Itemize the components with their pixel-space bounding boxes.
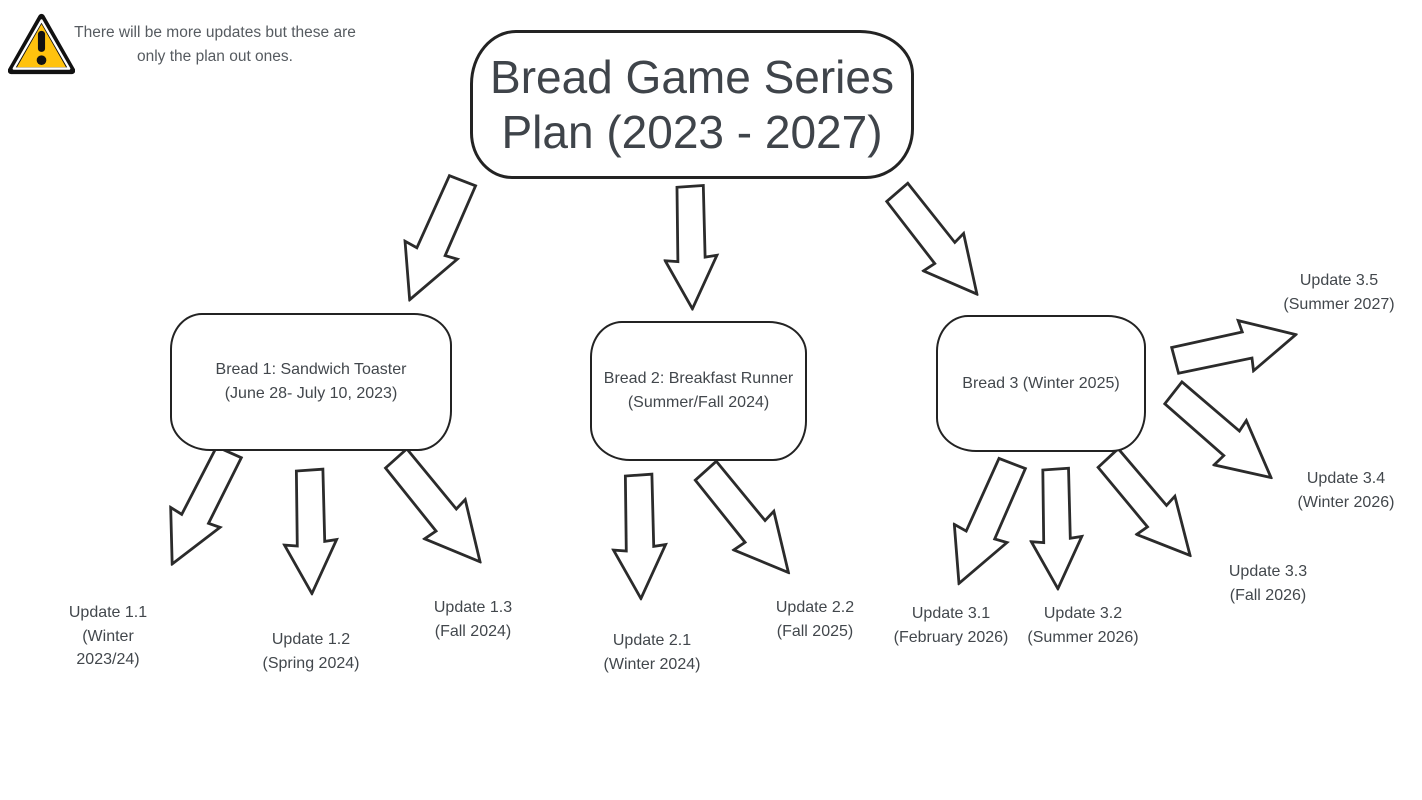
update-label-1-3: Update 1.3 (Fall 2024) xyxy=(378,596,568,643)
update-date: (Fall 2026) xyxy=(1229,586,1307,604)
update-name: Update 2.2 xyxy=(775,599,855,616)
update-label-1-1: Update 1.1 (Winter 2023/24) xyxy=(13,601,203,672)
update-name: Update 1.3 xyxy=(433,599,513,616)
game-node-date: (June 28- July 10, 2023) xyxy=(224,385,398,402)
arrow-title-to-bread-1 xyxy=(380,166,491,314)
arrow-bread2-to-update-2-1 xyxy=(612,472,669,600)
arrow-bread1-to-update-1-1 xyxy=(145,437,257,579)
update-label-3-4: Update 3.4 (Winter 2026) xyxy=(1251,467,1422,514)
arrow-bread3-to-update-3-1 xyxy=(930,449,1042,598)
update-label-3-5: Update 3.5 (Summer 2027) xyxy=(1244,269,1422,316)
note-text: There will be more updates but these are… xyxy=(70,21,360,69)
game-node-label: Bread 1: Sandwich Toaster xyxy=(215,361,407,378)
update-date: (February 2026) xyxy=(893,628,1009,646)
game-node-bread-1: Bread 1: Sandwich Toaster (June 28- July… xyxy=(170,313,452,451)
update-name: Update 3.5 xyxy=(1299,272,1379,289)
note-line-2: these are only the plan out ones. xyxy=(137,24,356,65)
update-label-2-2: Update 2.2 (Fall 2025) xyxy=(720,596,910,643)
update-date: (Summer 2027) xyxy=(1283,295,1395,313)
update-label-1-2: Update 1.2 (Spring 2024) xyxy=(216,628,406,675)
update-label-3-3: Update 3.3 (Fall 2026) xyxy=(1173,560,1363,607)
arrow-title-to-bread-3 xyxy=(873,172,1001,315)
update-date: (Fall 2024) xyxy=(434,622,512,640)
title-line-1: Bread Game Series xyxy=(490,50,894,103)
game-node-bread-2: Bread 2: Breakfast Runner (Summer/Fall 2… xyxy=(590,321,807,461)
update-date: (Winter xyxy=(82,627,134,645)
update-label-2-1: Update 2.1 (Winter 2024) xyxy=(557,629,747,676)
update-label-3-2: Update 3.2 (Summer 2026) xyxy=(988,602,1178,649)
warning-triangle-icon xyxy=(8,12,75,77)
arrow-bread1-to-update-1-3 xyxy=(371,437,504,583)
update-name: Update 1.1 xyxy=(68,604,148,621)
update-label-3-1: Update 3.1 (February 2026) xyxy=(856,602,1046,649)
game-node-label: Bread 3 (Winter 2025) xyxy=(962,374,1120,392)
game-node-bread-3: Bread 3 (Winter 2025) xyxy=(936,315,1146,452)
game-node-label: Bread 2: Breakfast Runner xyxy=(603,370,794,387)
update-name: Update 2.1 xyxy=(612,632,692,649)
title-line-2: Plan (2023 - 2027) xyxy=(501,105,883,158)
update-name: Update 3.3 xyxy=(1228,563,1308,580)
update-date: (Summer 2026) xyxy=(1027,628,1139,646)
arrow-bread1-to-update-1-2 xyxy=(283,467,340,595)
update-date: (Fall 2025) xyxy=(776,622,854,640)
arrow-bread3-to-update-3-3 xyxy=(1085,436,1214,575)
update-date: 2023/24) xyxy=(76,651,140,668)
arrow-bread2-to-update-2-2 xyxy=(681,449,812,593)
update-name: Update 1.2 xyxy=(271,631,351,648)
update-name: Update 3.4 xyxy=(1306,470,1386,487)
arrow-bread3-to-update-3-5 xyxy=(1167,307,1303,387)
arrow-bread3-to-update-3-2 xyxy=(1030,466,1085,590)
update-date: (Winter 2026) xyxy=(1297,493,1395,511)
update-date: (Spring 2024) xyxy=(262,654,360,672)
game-node-date: (Summer/Fall 2024) xyxy=(627,394,770,411)
update-date: (Winter 2024) xyxy=(603,655,701,673)
update-name: Update 3.1 xyxy=(911,605,991,622)
diagram-title-node: Bread Game Series Plan (2023 - 2027) xyxy=(470,30,914,179)
note-line-1: There will be more updates but xyxy=(74,24,287,41)
arrow-title-to-bread-2 xyxy=(663,183,719,310)
arrow-bread3-to-update-3-4 xyxy=(1152,368,1291,502)
update-name: Update 3.2 xyxy=(1043,605,1123,622)
